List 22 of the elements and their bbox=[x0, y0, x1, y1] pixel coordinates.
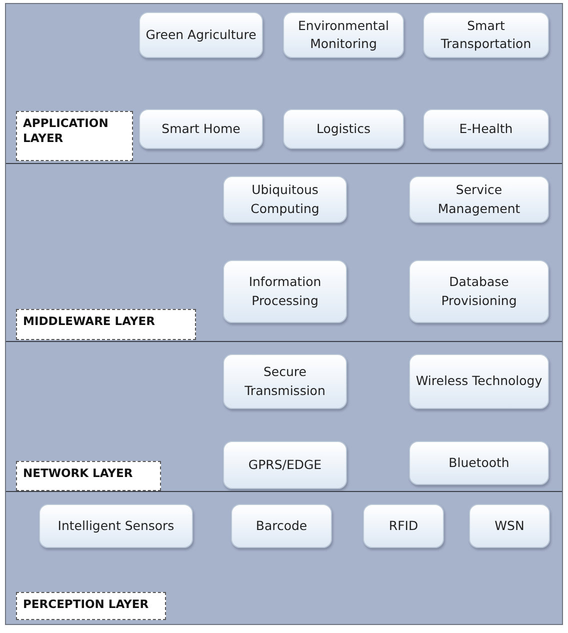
component-box: WSN bbox=[469, 504, 550, 548]
component-box: Secure Transmission bbox=[223, 354, 347, 409]
component-box: Service Management bbox=[409, 176, 549, 223]
component-box: Barcode bbox=[231, 504, 332, 548]
component-box: RFID bbox=[363, 504, 444, 548]
component-box: Environmental Monitoring bbox=[283, 12, 404, 58]
component-box: Smart Transportation bbox=[423, 12, 549, 58]
component-box: Intelligent Sensors bbox=[39, 504, 193, 548]
component-box: Smart Home bbox=[139, 109, 263, 149]
layer-label: PERCEPTION LAYER bbox=[16, 592, 166, 620]
component-box: Bluetooth bbox=[409, 441, 549, 485]
component-box: Information Processing bbox=[223, 260, 347, 323]
layer-label: NETWORK LAYER bbox=[16, 461, 161, 491]
component-box: GPRS/EDGE bbox=[223, 441, 347, 489]
component-box: E-Health bbox=[423, 109, 549, 149]
layer-label: MIDDLEWARE LAYER bbox=[16, 309, 196, 340]
component-box: Logistics bbox=[283, 109, 404, 149]
component-box: Ubiquitous Computing bbox=[223, 176, 347, 223]
component-box: Database Provisioning bbox=[409, 260, 549, 323]
component-box: Wireless Technology bbox=[409, 354, 549, 409]
component-box: Green Agriculture bbox=[139, 12, 263, 58]
layer-label: APPLICATION LAYER bbox=[16, 111, 133, 161]
